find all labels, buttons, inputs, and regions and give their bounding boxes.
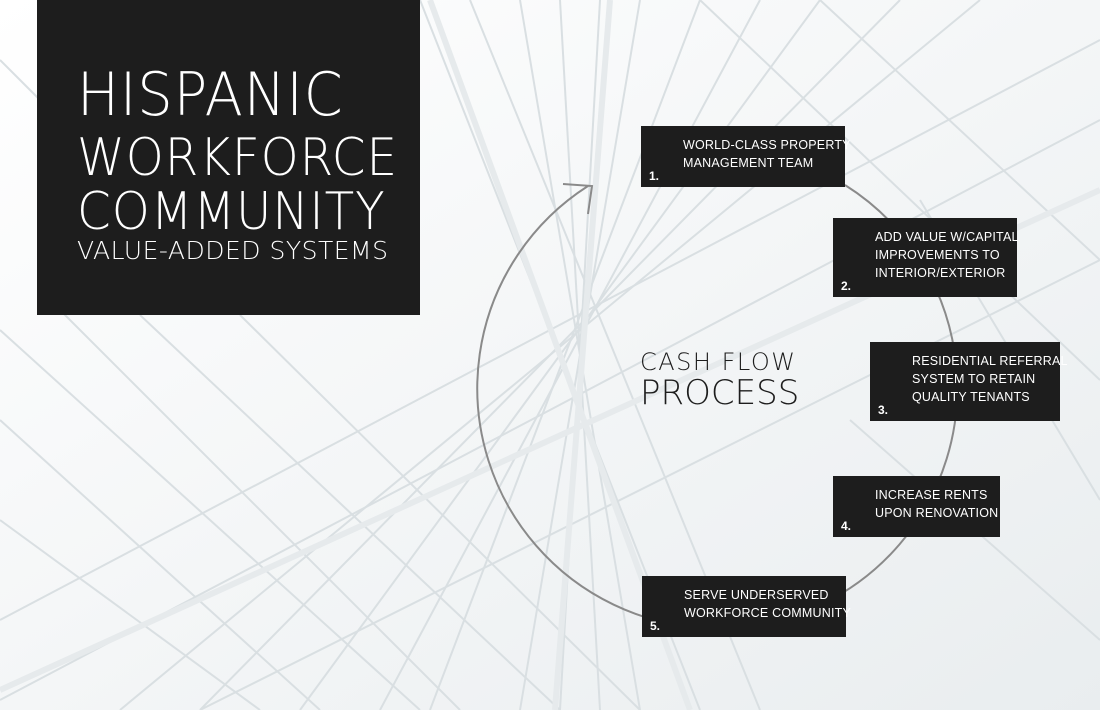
- cycle-arrowhead-icon: [562, 183, 594, 215]
- title-line-3: COMMUNITY: [77, 182, 386, 242]
- step-5-number: 5.: [650, 619, 661, 633]
- title-line-1: HISPANIC: [77, 60, 344, 130]
- center-label-line-1: CASH FLOW: [640, 348, 797, 376]
- step-3-number: 3.: [878, 403, 889, 417]
- title-line-2: WORKFORCE: [77, 128, 398, 188]
- step-4-number: 4.: [841, 519, 852, 533]
- step-2-number: 2.: [841, 279, 852, 293]
- step-1-number: 1.: [649, 169, 660, 183]
- title-block: HISPANIC WORKFORCE COMMUNITY VALUE-ADDED…: [37, 0, 420, 315]
- title-line-4: VALUE-ADDED SYSTEMS: [77, 236, 389, 265]
- cash-flow-process-label: CASH FLOW PROCESS: [640, 348, 799, 410]
- center-label-line-2: PROCESS: [640, 373, 800, 413]
